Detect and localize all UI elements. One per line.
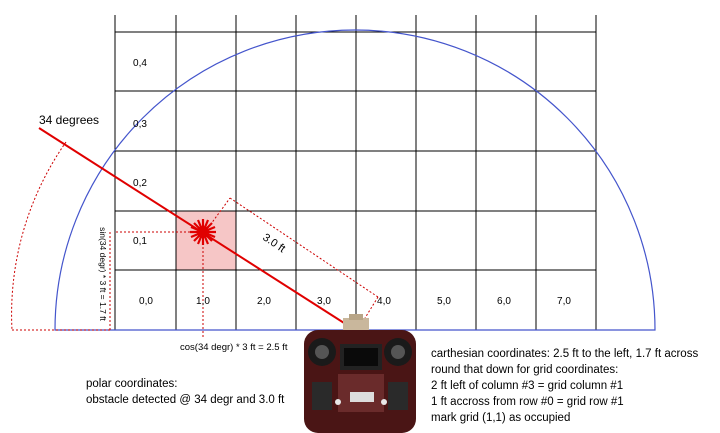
cartesian-note-line5: mark grid (1,1) as occupied: [431, 412, 570, 424]
cell-label-0-0: 0,0: [139, 296, 153, 307]
cartesian-note-line2: round that down for grid coordinates:: [431, 364, 618, 376]
cell-label-7-0: 7,0: [557, 296, 571, 307]
cell-label-3-0: 3,0: [317, 296, 331, 307]
angle-arc: [11, 141, 67, 331]
cell-label-6-0: 6,0: [497, 296, 511, 307]
cos-label: cos(34 degr) * 3 ft = 2.5 ft: [180, 342, 288, 353]
cell-label-1-0: 1,0: [196, 296, 210, 307]
occupancy-grid: [114, 15, 597, 331]
cartesian-note-line1: carthesian coordinates: 2.5 ft to the le…: [431, 348, 698, 360]
polar-note-line1: polar coordinates:: [86, 378, 177, 390]
cell-label-0-4: 0,4: [133, 58, 147, 69]
cell-label-0-3: 0,3: [133, 119, 147, 130]
construction-lines: [109, 197, 379, 338]
cell-label-0-2: 0,2: [133, 178, 147, 189]
cell-label-4-0: 4,0: [377, 296, 391, 307]
polar-note-line2: obstacle detected @ 34 degr and 3.0 ft: [86, 394, 285, 406]
sensor-range-arc: [54, 29, 656, 331]
robot-image: [304, 314, 416, 433]
distance-label: 3.0 ft: [260, 232, 287, 256]
cartesian-note-line4: 1 ft accross from row #0 = grid row #1: [431, 396, 624, 408]
cell-label-5-0: 5,0: [437, 296, 451, 307]
sin-label: sin(34 degr) * 3 ft = 1.7 ft: [98, 227, 108, 321]
cell-label-0-1: 0,1: [133, 236, 147, 247]
angle-label: 34 degrees: [39, 113, 99, 127]
cartesian-note-line3: 2 ft left of column #3 = grid column #1: [431, 380, 623, 392]
obstacle-marker: [190, 219, 216, 245]
cell-label-2-0: 2,0: [257, 296, 271, 307]
